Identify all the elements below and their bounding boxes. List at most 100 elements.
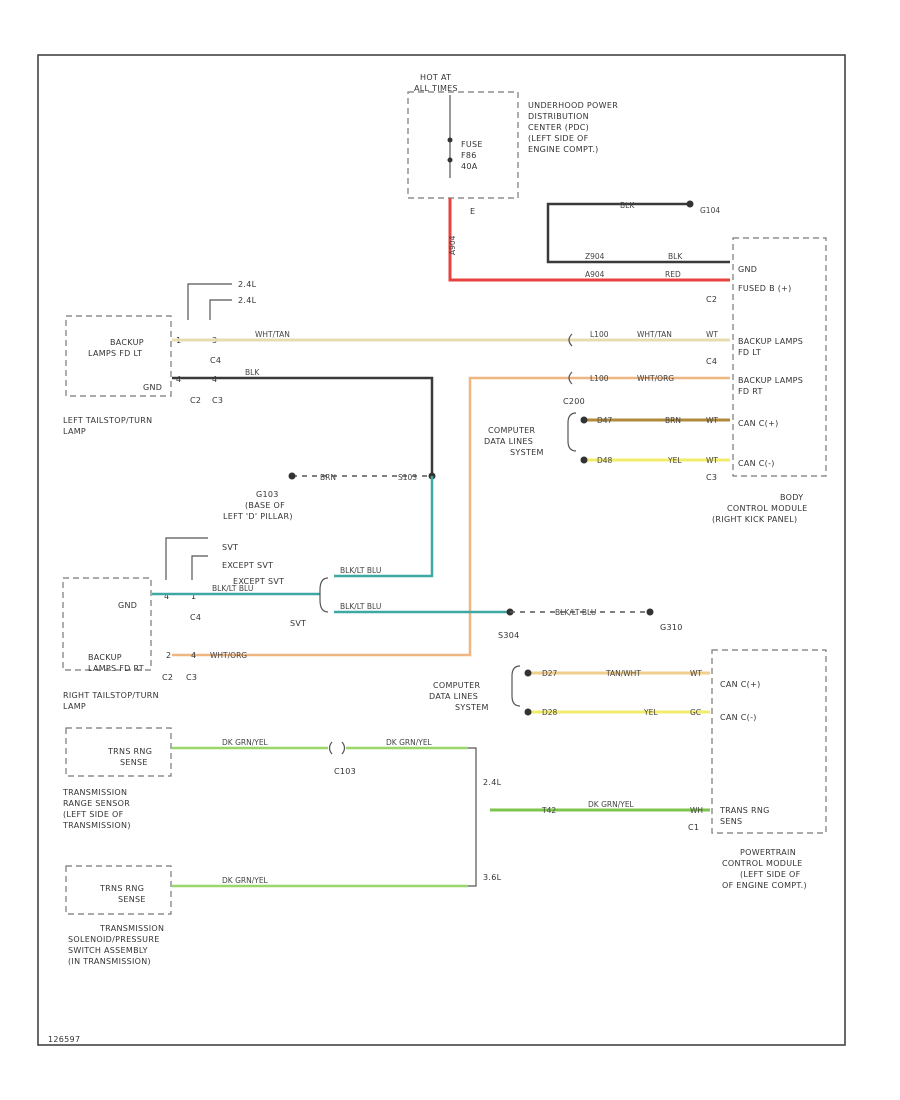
g103-name-1: G103 [256,490,279,499]
pcm-pin-trans-2: SENS [720,817,742,826]
bcm-conn-c4: C4 [706,357,717,366]
right-tail-variant-svt-b: SVT [290,619,306,628]
left-tail-pin-backup-1: BACKUP [110,338,144,347]
tss-pin-1: TRNS RNG [99,884,144,893]
right-tail-box [62,577,152,671]
fused-b-wire [448,198,730,282]
right-tail-name-2: LAMP [63,702,86,711]
right-tail-pin-gnd: GND [118,601,137,610]
c200-mark-a [568,333,573,347]
bcm-backup-lt-circuit: L100 [590,330,609,339]
pcm-name-3: (LEFT SIDE OF [740,870,801,879]
bcm-gnd-circuit: Z904 [585,252,605,261]
pcm-can-l-pin: GC [690,708,701,717]
right-backup-wire [172,376,730,657]
bcm-backup-lt-color: WHT/TAN [637,330,672,339]
bcm-can-l-node [580,456,588,464]
bcm-can-h-color: BRN [665,416,681,425]
pcm-trans-color: DK GRN/YEL [588,800,635,809]
right-ground-wire-b-color: BLK/LT BLU [340,566,381,575]
left-tail-lamp: BACKUP LAMPS FD LT GND 1 3 C4 4 4 C2 C3 … [63,280,257,436]
left-tail-box [65,315,172,397]
c103-mark-a [328,741,333,755]
bcm-backup-lt-pin: WT [706,330,718,339]
fuse-number: F86 [461,151,477,160]
bcm-pin-fused-b: FUSED B (+) [738,284,792,293]
left-tail-variant-b: 2.4L [238,296,257,305]
diagram-frame [37,54,846,1046]
bcm-can-l-pin: WT [706,456,718,465]
pcm-can-bracket [511,665,521,707]
pcm-box [711,649,827,834]
powertrain-control-module: CAN C(+) CAN C(-) TRANS RNG SENS C1 POWE… [688,649,827,890]
fused-b-color: RED [665,270,681,279]
c200-label: C200 [563,397,585,406]
fuse-node-bottom [447,157,453,163]
left-tail-variant-line-a [187,283,232,320]
pcm-can-label-3: SYSTEM [455,703,489,712]
left-tail-name-1: LEFT TAILSTOP/TURN [63,416,152,425]
bcm-gnd-color: BLK [668,252,683,261]
left-tail-variant-line-b [209,299,232,320]
trs-name-3: (LEFT SIDE OF [63,810,124,819]
right-tail-conn-c3: C3 [186,673,197,682]
pcm-can-label-1: COMPUTER [433,681,481,690]
pcm-pin-can-h: CAN C(+) [720,680,761,689]
bcm-pin-can-l: CAN C(-) [738,459,775,468]
fuse-amps: 40A [461,162,478,171]
g310-node [646,608,654,616]
bcm-name-1: BODY [780,493,803,502]
pcm-pin-trans-1: TRANS RNG [719,806,770,815]
right-tail-pin-num-2: 2 [166,651,171,660]
right-ground-wire-a-color: BLK/LT BLU [212,584,253,593]
pcm-name-2: CONTROL MODULE [722,859,803,868]
bcm-can-h-node [580,416,588,424]
pcm-name-4: OF ENGINE COMPT.) [722,881,807,890]
right-tail-variant-line-a [165,537,208,580]
bcm-pin-gnd: GND [738,265,757,274]
tss-name-3: SWITCH ASSEMBLY [68,946,148,955]
bcm-can-label-2: DATA LINES [484,437,533,446]
bcm-pin-can-h: CAN C(+) [738,419,779,428]
pcm-can-h-circuit: D27 [542,669,558,678]
pcm-can-h-node [524,669,532,677]
g103-node [288,472,296,480]
right-ground-wire-b [334,476,434,578]
right-tail-conn-c2: C2 [162,673,173,682]
bcm-conn-c2: C2 [706,295,717,304]
bcm-pin-backup-lt-1: BACKUP LAMPS [738,337,803,346]
bcm-can-h-circuit: D47 [597,416,613,425]
right-tail-name-1: RIGHT TAILSTOP/TURN [63,691,159,700]
fused-b-circuit: A904 [585,270,605,279]
pdc-name-1: UNDERHOOD POWER [528,101,618,110]
pcm-trans-circuit: T42 [541,806,556,815]
trs-name-1: TRANSMISSION [62,788,127,797]
g103-name-3: LEFT 'D' PILLAR) [223,512,293,521]
bcm-can-label-3: SYSTEM [510,448,544,457]
trs-wire-a-color: DK GRN/YEL [222,738,269,747]
left-ground-wire [172,376,434,476]
g310-label: G310 [660,623,683,632]
tss-name-2: SOLENOID/PRESSURE [68,935,160,944]
bcm-pin-backup-rt-1: BACKUP LAMPS [738,376,803,385]
right-ground-wire-c-color: BLK/LT BLU [340,602,381,611]
left-tail-conn-c2: C2 [190,396,201,405]
left-ground-wire-color: BLK [245,368,260,377]
pcm-can-label-2: DATA LINES [429,692,478,701]
left-tail-name-2: LAMP [63,427,86,436]
pcm-can-h-pin: WT [690,669,702,678]
g104-ground-node [686,200,694,208]
g103-ground: BRN S103 G103 (BASE OF LEFT 'D' PILLAR) [223,472,436,521]
tss-variant: 3.6L [483,873,502,882]
transmission-solenoid-switch: TRNS RNG SENSE TRANSMISSION SOLENOID/PRE… [65,865,172,966]
fuse-node-top [447,137,453,143]
right-tail-variant-except-a: EXCEPT SVT [222,561,273,570]
s103-label: S103 [398,473,417,482]
pdc-name-3: CENTER (PDC) [528,123,589,132]
pcm-trans-pin: WH [690,806,703,815]
right-backup-wire-color: WHT/ORG [210,651,247,660]
trs-variant: 2.4L [483,778,502,787]
pdc-pin: E [470,207,475,216]
right-tail-pin-num-1: 1 [191,592,196,601]
